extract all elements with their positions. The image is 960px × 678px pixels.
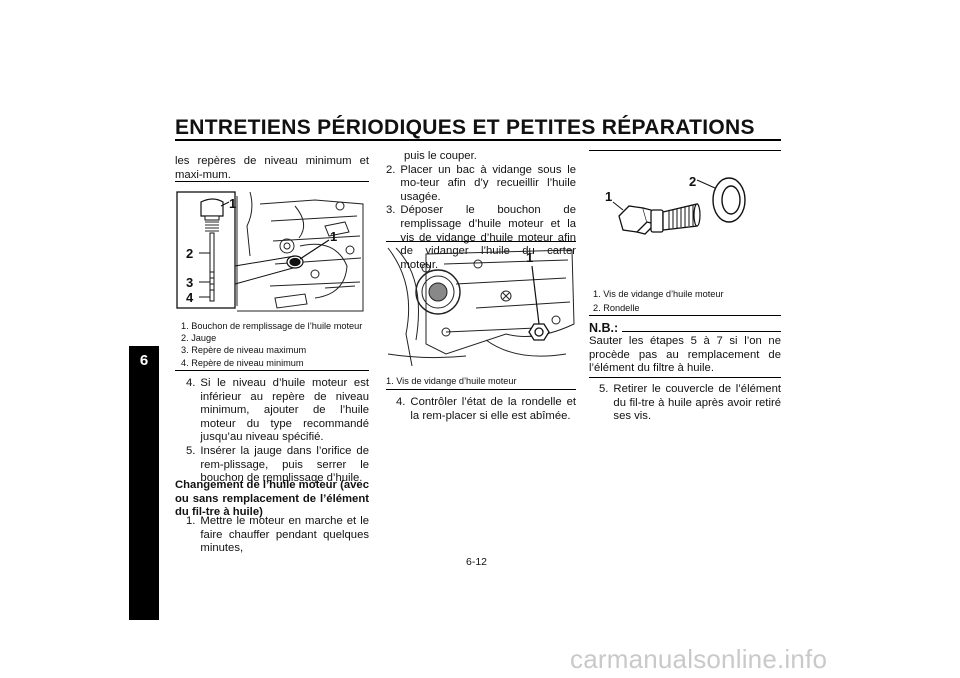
step-number: 1.: [186, 515, 196, 527]
step-text: Retirer le couvercle de l’élément du fil…: [613, 383, 781, 423]
step-4-level: 4. Si le niveau d’huile moteur est infér…: [186, 377, 369, 445]
fig3-caption-list: 1. Vis de vidange d’huile moteur 2. Rond…: [593, 288, 724, 314]
title-underline: [175, 139, 781, 141]
step-number: 4.: [396, 396, 406, 408]
step-number: 5.: [186, 444, 196, 457]
col1-intro: les repères de niveau minimum et maxi-mu…: [175, 155, 369, 182]
step-text: Placer un bac à vidange sous le mo-teur …: [400, 163, 576, 203]
chapter-number: 6: [139, 352, 149, 369]
dipstick-figure: [175, 186, 369, 316]
figure3-rule-top: [589, 150, 781, 151]
step-text: Si le niveau d’huile moteur est inférieu…: [200, 377, 369, 444]
nb-rule-bottom: [589, 377, 781, 378]
step-text: Contrôler l’état de la rondelle et la re…: [410, 396, 576, 422]
step-text: Insérer la jauge dans l’orifice de rem-p…: [200, 444, 369, 485]
step-text: Déposer le bouchon de remplissage d’huil…: [400, 204, 576, 271]
fig3-caption-1: 1. Vis de vidange d’huile moteur: [593, 289, 724, 299]
page-number: 6-12: [466, 556, 488, 568]
fig3-label-bolt: 1: [605, 189, 613, 204]
col1-steps: 4. Si le niveau d’huile moteur est infér…: [186, 377, 369, 486]
fig1-label-filler: 1: [330, 229, 338, 244]
nb-text: Sauter les étapes 5 à 7 si l’on ne procè…: [589, 335, 781, 375]
section-heading: Changement de l’huile moteur (avec ou sa…: [175, 479, 369, 520]
figure2-rule-bottom: [386, 389, 576, 390]
col1-step1: 1. Mettre le moteur en marche et le fair…: [186, 515, 369, 556]
figure2-rule-top: [386, 241, 576, 242]
chapter-tab: [129, 346, 159, 620]
nb-header: N.B.:: [589, 321, 781, 335]
step-5-cover: 5. Retirer le couvercle de l’élément du …: [599, 383, 781, 424]
page-title: ENTRETIENS PÉRIODIQUES ET PETITES RÉPARA…: [175, 116, 755, 139]
step-3-drain: 3. Déposer le bouchon de remplissage d’h…: [386, 204, 576, 272]
fig1-caption-list: 1. Bouchon de remplissage de l’huile mot…: [181, 320, 362, 369]
fig1-label-min: 4: [186, 290, 194, 305]
nb-box: N.B.: Sauter les étapes 5 à 7 si l’on ne…: [589, 321, 781, 376]
bolt-washer-figure: [612, 177, 746, 235]
continuation-text: puis le couper.: [404, 150, 477, 162]
fig1-caption-1: 1. Bouchon de remplissage de l’huile mot…: [181, 321, 363, 331]
drain-bolt-figure: [387, 247, 575, 367]
fig2-label-bolt: 1: [526, 250, 534, 265]
figure3-rule-bottom: [589, 315, 781, 316]
fig1-label-cap: 1: [229, 196, 237, 211]
step-5-insert: 5. Insérer la jauge dans l’orifice de re…: [186, 445, 369, 486]
fig3-caption-2: 2. Rondelle: [593, 303, 640, 314]
col2-steps: puis le couper. 2. Placer un bac à vidan…: [386, 150, 576, 272]
fig1-label-dipstick: 2: [186, 246, 194, 261]
col3-step5: 5. Retirer le couvercle de l’élément du …: [599, 383, 781, 424]
step-2-pan: 2. Placer un bac à vidange sous le mo-te…: [386, 164, 576, 205]
watermark: carmanualsonline.info: [570, 644, 828, 674]
step-text: Mettre le moteur en marche et le faire c…: [200, 515, 369, 555]
step-number: 3.: [386, 204, 396, 217]
fig1-caption-4: 4. Repère de niveau minimum: [181, 357, 304, 368]
nb-rule: [622, 331, 781, 332]
step-number: 2.: [386, 163, 396, 176]
step-4-washer: 4. Contrôler l’état de la rondelle et la…: [396, 396, 576, 423]
col2-step4: 4. Contrôler l’état de la rondelle et la…: [396, 396, 576, 423]
fig2-caption: 1. Vis de vidange d’huile moteur: [386, 376, 517, 386]
nb-title: N.B.:: [589, 321, 619, 335]
fig3-label-washer: 2: [689, 174, 697, 189]
figure-rule-bottom: [175, 370, 369, 371]
fig1-caption-2: 2. Jauge: [181, 333, 217, 344]
step-1-warmup: 1. Mettre le moteur en marche et le fair…: [186, 515, 369, 556]
step-number: 5.: [599, 383, 609, 395]
intro-text: les repères de niveau minimum et maxi-mu…: [175, 155, 369, 181]
step-number: 4.: [186, 377, 196, 389]
figure-rule-top: [175, 181, 369, 182]
fig1-label-max: 3: [186, 275, 194, 290]
section-heading-text: Changement de l’huile moteur (avec ou sa…: [175, 479, 369, 519]
fig1-caption-3: 3. Repère de niveau maximum: [181, 345, 307, 356]
